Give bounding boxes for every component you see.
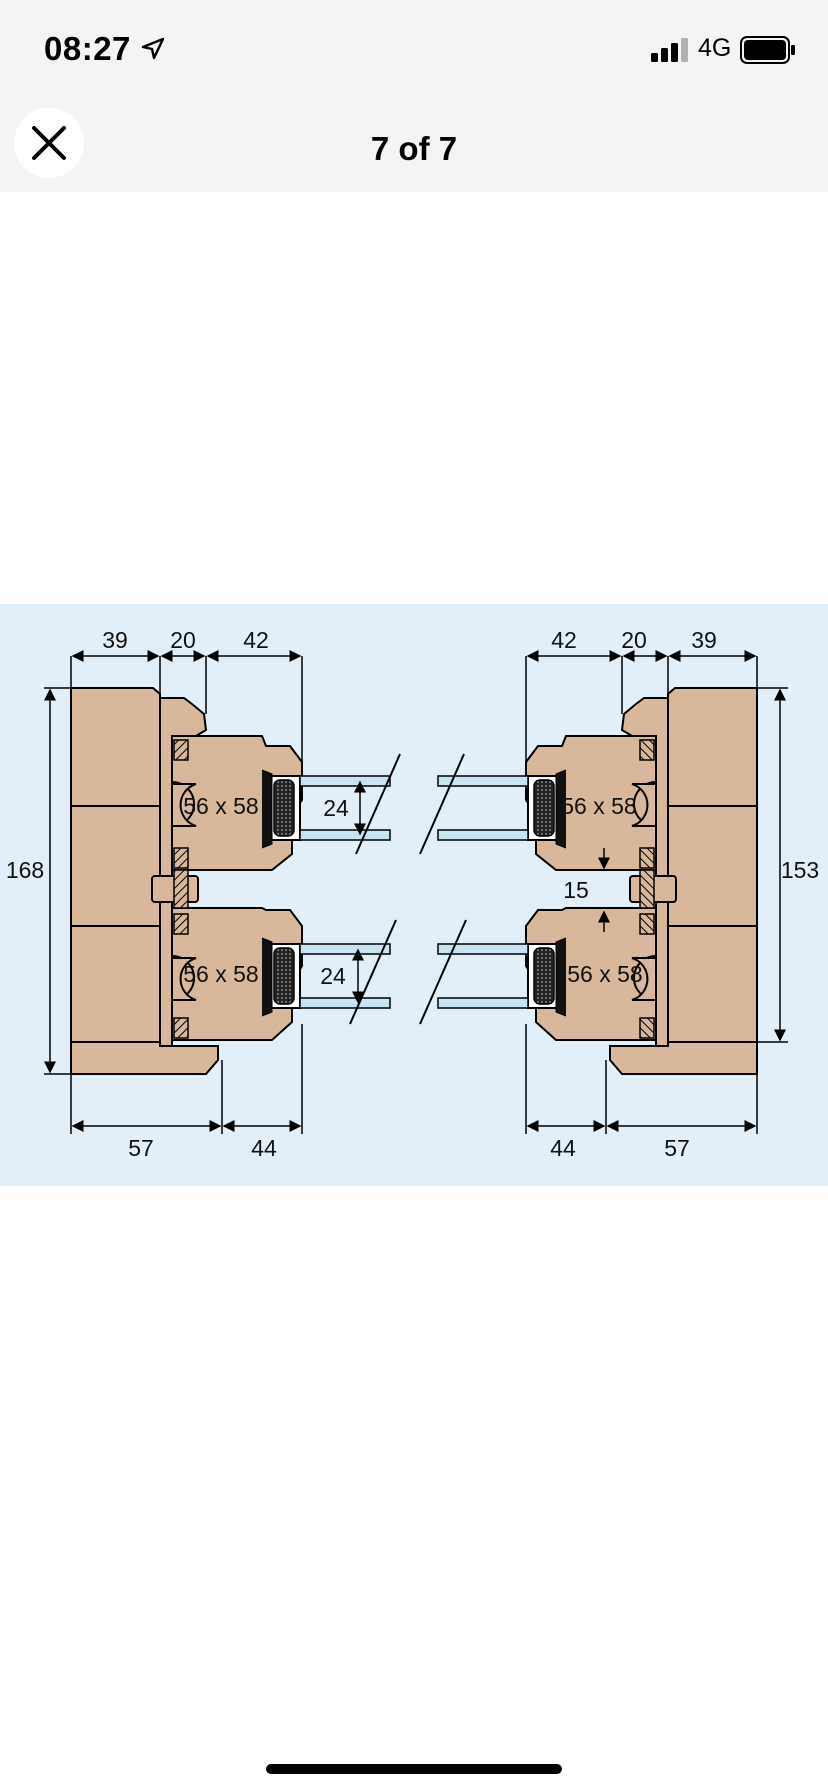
close-button[interactable] <box>14 108 84 178</box>
right-dim-bottom-44: 44 <box>550 1135 576 1161</box>
battery-icon <box>740 36 795 64</box>
left-dim-bottom-44: 44 <box>251 1135 277 1161</box>
window-section-diagram[interactable]: 39 20 42 168 56 x 58 56 x 58 24 24 57 44… <box>0 604 828 1186</box>
diagram-drawing: 39 20 42 168 56 x 58 56 x 58 24 24 57 44… <box>6 627 819 1161</box>
right-dim-bottom-57: 57 <box>664 1135 690 1161</box>
status-bar <box>0 0 828 100</box>
left-upper-section: 56 x 58 <box>183 793 258 819</box>
right-upper-section: 56 x 58 <box>561 793 636 819</box>
left-dim-top-42: 42 <box>243 627 269 653</box>
left-upper-glass: 24 <box>323 795 349 821</box>
home-indicator[interactable] <box>266 1764 562 1774</box>
signal-bars-icon <box>651 38 688 62</box>
right-dim-height: 153 <box>781 857 819 883</box>
close-icon <box>32 126 66 160</box>
status-time: 08:27 <box>44 30 131 67</box>
page-title: 7 of 7 <box>370 130 458 167</box>
network-type: 4G <box>698 34 732 62</box>
location-arrow-icon <box>141 37 165 60</box>
right-lower-section: 56 x 58 <box>567 961 642 987</box>
left-dim-bottom-57: 57 <box>128 1135 154 1161</box>
left-lower-section: 56 x 58 <box>183 961 258 987</box>
left-dim-top-20: 20 <box>170 627 196 653</box>
nav-bar <box>0 100 828 192</box>
right-dim-top-20: 20 <box>621 627 647 653</box>
right-dim-top-39: 39 <box>691 627 717 653</box>
left-dim-top-39: 39 <box>102 627 128 653</box>
left-dim-height: 168 <box>6 857 44 883</box>
left-lower-glass: 24 <box>320 963 346 989</box>
right-dim-top-42: 42 <box>551 627 577 653</box>
right-dim-gap: 15 <box>563 877 589 903</box>
